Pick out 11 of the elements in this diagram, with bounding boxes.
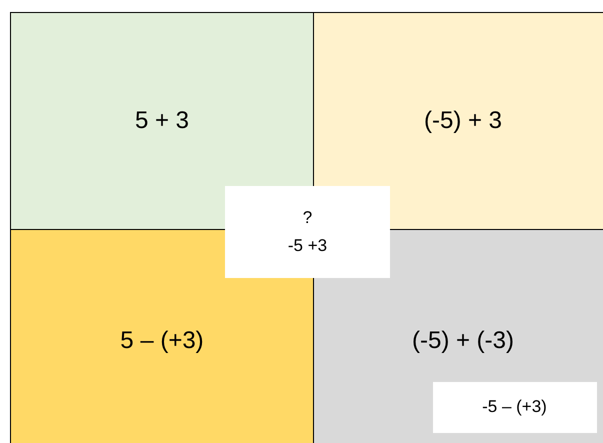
expression-text: (-5) + 3: [424, 107, 502, 135]
note-card: [225, 186, 390, 278]
quadrant-panel: [10, 12, 314, 230]
expression-text: -5 – (+3): [482, 397, 547, 417]
expression-text: ?: [302, 208, 312, 228]
expression-text: -5 +3: [288, 236, 328, 256]
expression-text: 5 + 3: [134, 107, 190, 135]
expression-text: 5 – (+3): [120, 327, 204, 355]
expression-text: (-5) + (-3): [412, 327, 514, 355]
note-card: [432, 382, 596, 432]
quadrant-panel: [313, 12, 603, 230]
